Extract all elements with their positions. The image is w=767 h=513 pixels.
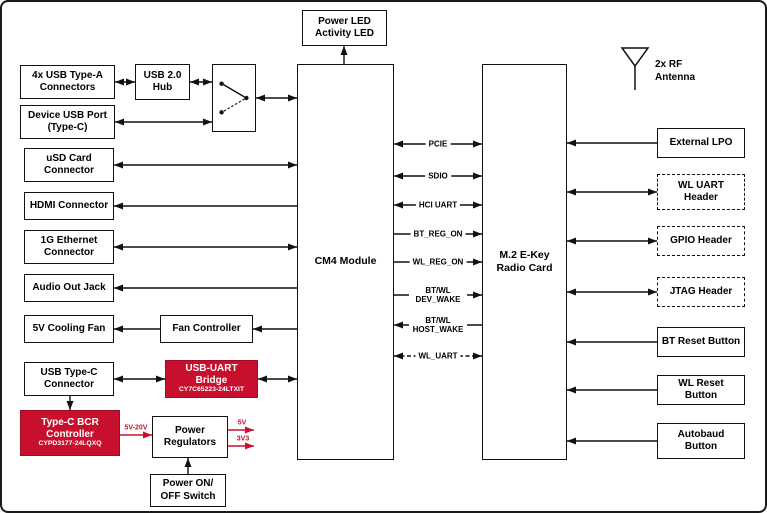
box-device-usb-port: Device USB Port (Type-C) — [20, 105, 115, 139]
power-label-5v-20v: 5V-20V — [123, 424, 149, 432]
box-usb-uart-bridge: USB-UART Bridge CY7C65223-24LTXIT — [165, 360, 258, 398]
box-power-on-off-switch: Power ON/ OFF Switch — [150, 474, 226, 507]
box-external-lpo: External LPO — [657, 128, 745, 158]
signal-host-wake: BT/WL HOST_WAKE — [409, 315, 467, 335]
box-ethernet-connector: 1G Ethernet Connector — [24, 230, 114, 264]
box-power-led: Power LED Activity LED — [302, 10, 387, 46]
power-label-3v3: 3V3 — [235, 435, 251, 443]
box-usb-type-a-connectors: 4x USB Type-A Connectors — [20, 65, 115, 99]
box-wl-uart-header: WL UART Header — [657, 174, 745, 210]
box-usb-type-c-connector: USB Type-C Connector — [24, 362, 114, 396]
box-power-regulators: Power Regulators — [152, 416, 228, 458]
antenna-label: 2x RF Antenna — [655, 59, 695, 83]
usb-uart-bridge-label: USB-UART Bridge — [185, 363, 238, 386]
box-5v-cooling-fan: 5V Cooling Fan — [24, 315, 114, 343]
signal-wl-uart: WL_UART — [415, 351, 461, 361]
usb-mux-switch-icon — [219, 81, 249, 115]
signal-sdio: SDIO — [425, 171, 451, 181]
box-wl-reset-button: WL Reset Button — [657, 375, 745, 405]
rf-antenna-icon — [620, 47, 650, 90]
box-m2-e-key-radio-card: M.2 E-Key Radio Card — [482, 64, 567, 460]
type-c-bcr-label: Type-C BCR Controller — [41, 417, 99, 440]
usb-uart-bridge-part-number: CY7C65223-24LTXIT — [178, 386, 245, 394]
signal-bt-reg-on: BT_REG_ON — [410, 229, 466, 239]
box-type-c-bcr-controller: Type-C BCR Controller CYPD3177-24LQXQ — [20, 410, 120, 456]
box-hdmi-connector: HDMI Connector — [24, 192, 114, 220]
box-audio-out-jack: Audio Out Jack — [24, 274, 114, 302]
box-cm4-module: CM4 Module — [297, 64, 394, 460]
box-autobaud-button: Autobaud Button — [657, 423, 745, 459]
signal-hci-uart: HCI UART — [415, 200, 461, 210]
box-usb-2-hub: USB 2.0 Hub — [135, 64, 190, 100]
signal-dev-wake: BT/WL DEV_WAKE — [409, 285, 467, 305]
box-jtag-header: JTAG Header — [657, 277, 745, 307]
box-gpio-header: GPIO Header — [657, 226, 745, 256]
signal-pcie: PCIE — [425, 139, 451, 149]
box-usd-card-connector: uSD Card Connector — [24, 148, 114, 182]
signal-wl-reg-on: WL_REG_ON — [409, 257, 467, 267]
box-fan-controller: Fan Controller — [160, 315, 253, 343]
type-c-bcr-part-number: CYPD3177-24LQXQ — [38, 440, 102, 448]
power-label-5v: 5V — [236, 419, 248, 427]
box-bt-reset-button: BT Reset Button — [657, 327, 745, 357]
usb-mux-box — [212, 64, 256, 132]
